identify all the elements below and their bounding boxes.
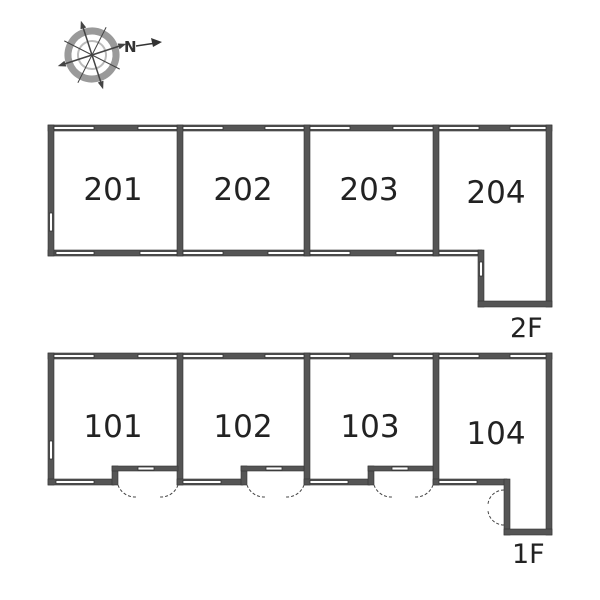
compass-rose-icon (57, 20, 127, 90)
floor-2f-label: 2F (510, 313, 543, 344)
room-201-label: 201 (83, 172, 142, 208)
north-indicator: N (124, 38, 162, 56)
room-203-label: 203 (339, 172, 398, 208)
room-104-label: 104 (466, 416, 525, 452)
north-label: N (124, 38, 137, 56)
floor-1f: 101 102 103 104 1F (47, 352, 553, 570)
room-101-label: 101 (83, 409, 142, 445)
room-204-label: 204 (466, 175, 525, 211)
room-103-label: 103 (340, 409, 399, 445)
floor-2f: 201 202 203 204 2F (47, 124, 553, 344)
room-202-label: 202 (213, 172, 272, 208)
room-102-label: 102 (213, 409, 272, 445)
floor-1f-label: 1F (512, 539, 545, 570)
